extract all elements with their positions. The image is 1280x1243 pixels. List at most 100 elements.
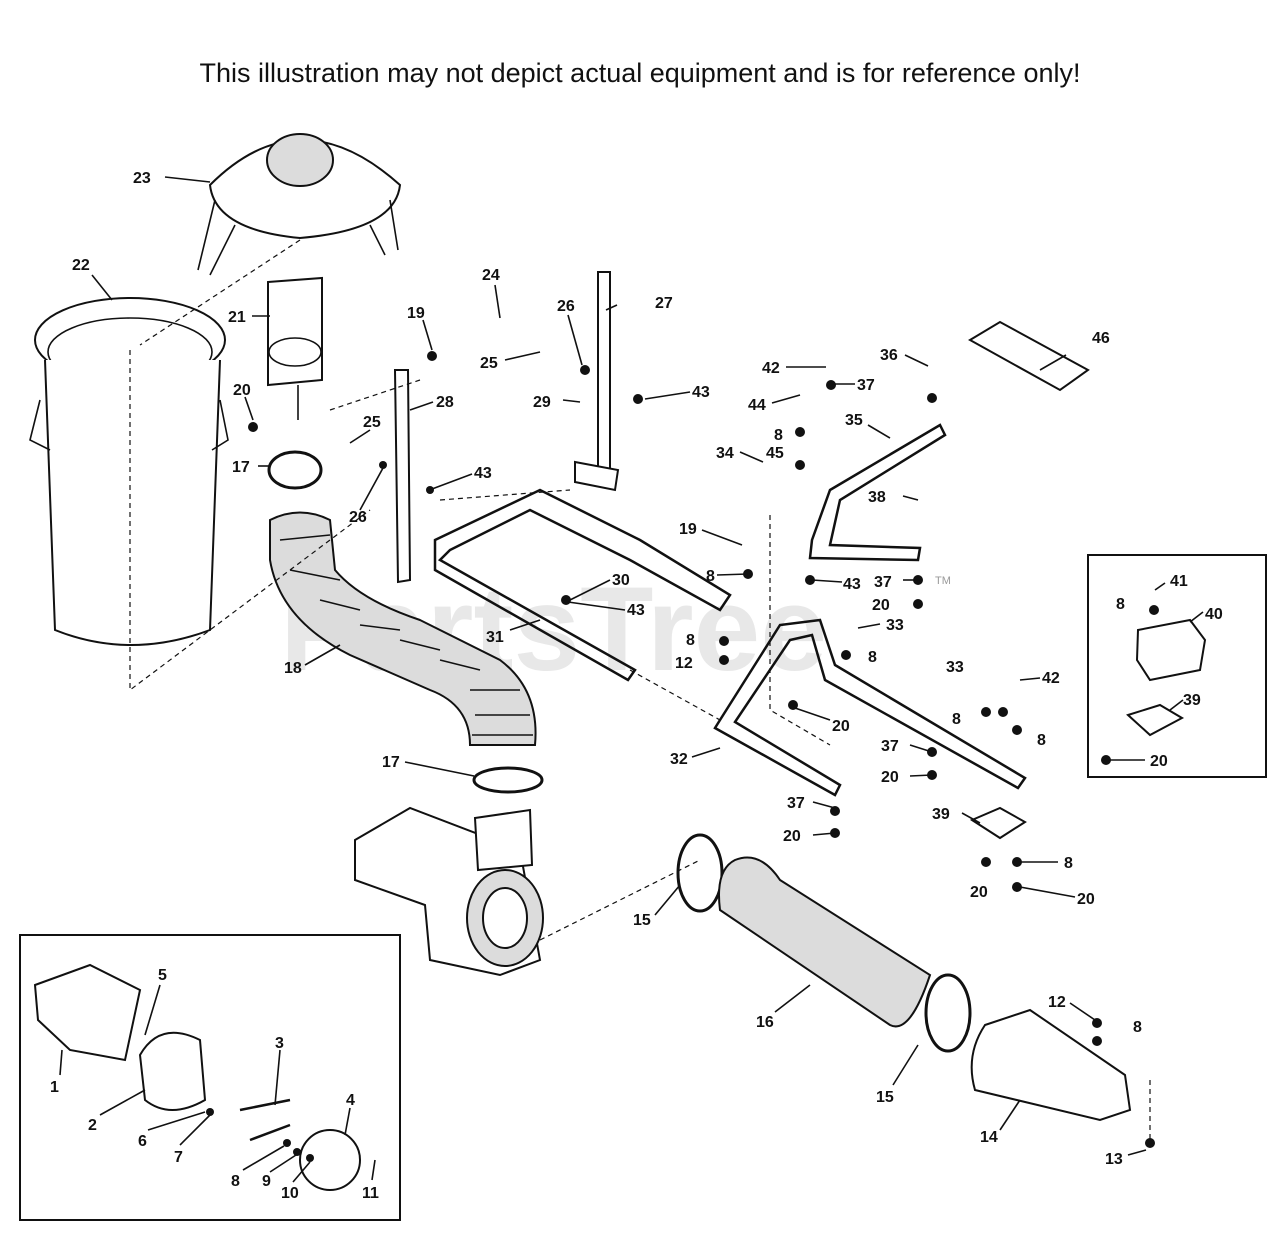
hose-adapter: [267, 276, 323, 420]
mounting-plate: [968, 320, 1090, 392]
hose-support-frame: [713, 618, 1027, 797]
callout-20-low2: 20: [881, 769, 899, 786]
callout-11: 11: [362, 1185, 379, 1202]
callout-12-right: 12: [1048, 994, 1066, 1011]
callout-20-right: 20: [970, 884, 988, 901]
callout-18: 18: [284, 660, 302, 677]
callout-41: 41: [1170, 573, 1188, 590]
callout-20: 20: [233, 382, 251, 399]
callout-9: 9: [262, 1173, 271, 1190]
callout-20-inset: 20: [1150, 753, 1168, 770]
mounting-bracket: [808, 423, 947, 562]
fan-cover: [299, 1129, 361, 1191]
tube-clamp-right: [924, 973, 972, 1053]
callout-14: 14: [980, 1129, 998, 1146]
callout-24: 24: [482, 267, 500, 284]
callout-34: 34: [716, 445, 734, 462]
cover: [1135, 618, 1207, 682]
callout-44: 44: [748, 397, 766, 414]
callout-22: 22: [72, 257, 90, 274]
callout-8-inset: 8: [231, 1173, 240, 1190]
discharge-tube: [718, 856, 932, 1028]
callout-29: 29: [533, 394, 551, 411]
discharge-deflector: [970, 1008, 1132, 1122]
upright-post-left: [393, 369, 412, 584]
callout-10: 10: [281, 1185, 299, 1202]
callout-5: 5: [158, 967, 167, 984]
hose-clamp-lower: [472, 766, 544, 794]
callout-17-lower: 17: [382, 754, 400, 771]
callout-42: 42: [762, 360, 780, 377]
callout-35: 35: [845, 412, 863, 429]
callout-28: 28: [436, 394, 454, 411]
callout-2: 2: [88, 1117, 97, 1134]
engine: [33, 963, 142, 1062]
callout-43-right: 43: [843, 576, 861, 593]
callout-1: 1: [50, 1079, 59, 1096]
callout-30: 30: [612, 572, 630, 589]
callout-3: 3: [275, 1035, 284, 1052]
callout-6: 6: [138, 1133, 147, 1150]
tube-clamp-left: [676, 833, 724, 913]
callout-37: 37: [857, 377, 875, 394]
disclaimer-note: This illustration may not depict actual …: [199, 58, 1081, 88]
callout-25-top: 25: [480, 355, 498, 372]
callout-45: 45: [766, 445, 784, 462]
fan-housing: [138, 1031, 207, 1111]
collector-lid: [197, 133, 402, 276]
callout-8-e: 8: [952, 711, 961, 728]
callout-27: 27: [655, 295, 673, 312]
callout-15-left: 15: [633, 912, 651, 929]
callout-7: 7: [174, 1149, 183, 1166]
callout-37-low: 37: [881, 738, 899, 755]
callout-8-c: 8: [774, 427, 783, 444]
callout-13: 13: [1105, 1151, 1123, 1168]
callout-26: 26: [349, 509, 367, 526]
callout-37-bottom: 37: [787, 795, 805, 812]
callout-19: 19: [407, 305, 425, 322]
callout-26-top: 26: [557, 298, 575, 315]
callout-4: 4: [346, 1092, 355, 1109]
callout-43-mid: 43: [627, 602, 645, 619]
callout-43: 43: [474, 465, 492, 482]
hardware: [206, 351, 1159, 1162]
callout-16: 16: [756, 1014, 774, 1031]
callout-20-bottom: 20: [783, 828, 801, 845]
callout-33: 33: [886, 617, 904, 634]
callout-43-top: 43: [692, 384, 710, 401]
fan: [239, 1098, 291, 1142]
hose-clamp-upper: [267, 450, 323, 490]
plate-center: [969, 806, 1027, 840]
callout-31: 31: [486, 629, 504, 646]
callout-33-right: 33: [946, 659, 964, 676]
callout-36: 36: [880, 347, 898, 364]
blower-housing: [354, 806, 544, 977]
callout-46: 46: [1092, 330, 1110, 347]
callout-19-mid: 19: [679, 521, 697, 538]
callout-32: 32: [670, 751, 688, 768]
callout-25: 25: [363, 414, 381, 431]
callout-40: 40: [1205, 606, 1223, 623]
upright-post-right: [597, 271, 611, 474]
trademark: TM: [935, 575, 951, 587]
engine-inset-box: [19, 934, 401, 1221]
callout-39: 39: [932, 806, 950, 823]
cover-plate: [1126, 703, 1185, 737]
cover-inset-box: [1087, 554, 1267, 778]
callout-8-f: 8: [1037, 732, 1046, 749]
callout-8-h: 8: [1116, 596, 1125, 613]
callout-42-right: 42: [1042, 670, 1060, 687]
callout-8-a: 8: [706, 568, 715, 585]
callout-8-g: 8: [1064, 855, 1073, 872]
callout-8-d: 8: [868, 649, 877, 666]
hitch-frame: [433, 488, 732, 682]
collector-bin: [29, 297, 229, 646]
callout-37-mid: 37: [874, 574, 892, 591]
callout-12: 12: [675, 655, 693, 672]
callout-15-right: 15: [876, 1089, 894, 1106]
callout-39-inset: 39: [1183, 692, 1201, 709]
callout-20-low: 20: [832, 718, 850, 735]
callout-17: 17: [232, 459, 250, 476]
callout-8-b: 8: [686, 632, 695, 649]
